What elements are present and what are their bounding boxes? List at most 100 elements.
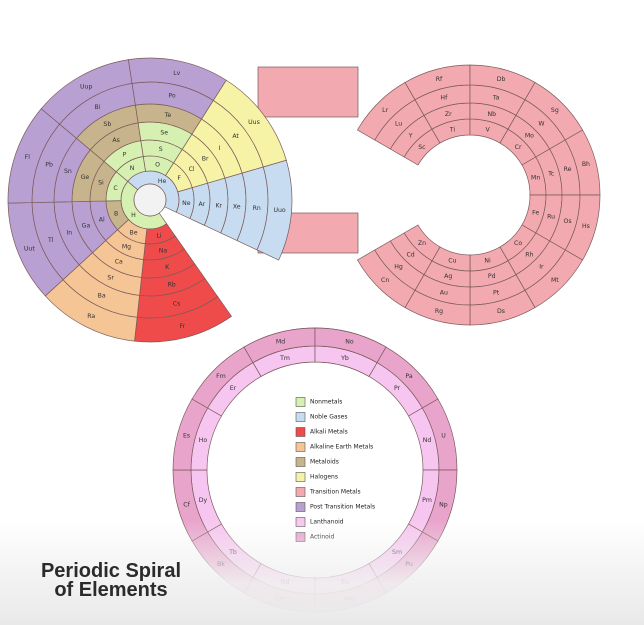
legend-item: Alkaline Earth Metals — [295, 442, 373, 452]
spiral-cell-ar-symbol: Ar — [198, 201, 205, 208]
spiral-cell-uup-symbol: Uup — [80, 84, 92, 91]
actinoid-cell-md-symbol: Md — [276, 339, 285, 346]
transition-cell-mo-symbol: Mo — [525, 133, 534, 140]
lanthanoid-cell-tm-symbol: Tm — [279, 355, 290, 362]
spiral-cell-li-symbol: Li — [156, 232, 161, 239]
legend-swatch — [295, 457, 306, 467]
transition-cell-rf-symbol: Rf — [436, 76, 443, 83]
actinoid-cell-no: No — [314, 327, 387, 364]
transition-cell-w-symbol: W — [538, 121, 544, 128]
legend-item: Alkali Metals — [295, 427, 348, 437]
actinoid-cell-pa-symbol: Pa — [405, 373, 412, 380]
spiral-cell-pb-symbol: Pb — [45, 162, 53, 169]
spiral-cell-uuo: Uuo — [256, 159, 293, 261]
spiral-cell-bi-symbol: Bi — [95, 104, 101, 111]
transition-cell-ir-symbol: Ir — [539, 263, 544, 270]
bridge-top — [257, 66, 359, 118]
lanthanoid-cell-nd-symbol: Nd — [423, 437, 432, 444]
legend-swatch — [295, 502, 306, 512]
transition-cell-cu-symbol: Cu — [448, 258, 456, 265]
transition-cell-os-symbol: Os — [564, 218, 572, 225]
transition-cell-cn-tile — [356, 249, 416, 309]
transition-cell-nb-symbol: Nb — [487, 111, 496, 118]
actinoid-cell-u-symbol: U — [441, 433, 446, 440]
spiral-cell-p-symbol: P — [123, 152, 127, 159]
legend-label: Halogens — [310, 474, 338, 481]
legend-item: Nonmetals — [295, 397, 342, 407]
spiral-cell-sr-symbol: Sr — [107, 275, 114, 282]
lanthanoid-cell-dy-symbol: Dy — [199, 497, 208, 504]
legend-label: Alkali Metals — [310, 429, 348, 436]
spiral-cell-te-symbol: Te — [164, 112, 172, 119]
legend-label: Transition Metals — [309, 489, 361, 496]
legend-label: Alkaline Earth Metals — [310, 444, 373, 451]
legend-swatch — [295, 412, 306, 422]
transition-cell-hf-symbol: Hf — [440, 94, 448, 101]
spiral-cell-rn-symbol: Rn — [253, 205, 261, 212]
transition-cell-cd-symbol: Cd — [406, 251, 414, 258]
spiral-cell-rb-symbol: Rb — [167, 281, 175, 288]
legend-item: Halogens — [295, 472, 338, 482]
lanthanoid-cell-pm-symbol: Pm — [422, 497, 432, 504]
transition-cell-au-symbol: Au — [440, 290, 448, 297]
transition-cell-ag-symbol: Ag — [444, 273, 452, 280]
spiral-cell-ba-symbol: Ba — [98, 292, 106, 299]
spiral-cell-sn-symbol: Sn — [64, 168, 72, 175]
spiral-cell-si-symbol: Si — [98, 180, 104, 187]
spiral-cell-lv-symbol: Lv — [173, 70, 180, 77]
spiral-cell-as-symbol: As — [112, 137, 119, 144]
spiral-cell-s-symbol: S — [159, 146, 163, 153]
spiral-cell-cl-symbol: Cl — [189, 166, 195, 173]
page-title: Periodic Spiral of Elements — [16, 560, 206, 600]
spiral-cell-ne: Ne — [175, 187, 195, 220]
spiral-cell-po-symbol: Po — [168, 92, 176, 99]
spiral-cell-ra-symbol: Ra — [87, 313, 95, 320]
spiral-cell-uuo-tile — [256, 159, 293, 261]
legend-label: Noble Gases — [310, 414, 348, 421]
spiral-cell-uus-symbol: Uus — [248, 119, 260, 126]
spiral-cell-h-symbol: H — [131, 212, 136, 219]
transition-cell-lu-symbol: Lu — [395, 121, 402, 128]
transition-cell-pd-symbol: Pd — [488, 273, 496, 280]
spiral-cell-fl-symbol: Fl — [25, 154, 31, 161]
spiral-cell-na-symbol: Na — [159, 247, 168, 254]
transition-cell-mn-symbol: Mn — [531, 174, 540, 181]
legend-item: Metaloids — [295, 457, 339, 467]
spiral-cell-ge-symbol: Ge — [81, 174, 90, 181]
spiral-cell-al-symbol: Al — [99, 216, 105, 223]
transition-cell-pt-symbol: Pt — [493, 290, 500, 297]
spiral-hub — [133, 183, 167, 217]
legend-item: Noble Gases — [295, 412, 348, 422]
spiral-cell-at-symbol: At — [232, 133, 239, 140]
transition-cell-cn-symbol: Cn — [381, 277, 389, 284]
spiral-cell-fr-symbol: Fr — [179, 323, 185, 330]
transition-cell-hs-symbol: Hs — [582, 223, 590, 230]
lanthanoid-cell-ho-symbol: Ho — [199, 437, 208, 444]
spiral-cell-be-symbol: Be — [129, 230, 137, 237]
spiral-cell-k-symbol: K — [165, 264, 170, 271]
legend-label: Post Transition Metals — [310, 504, 375, 511]
bottom-fade — [0, 520, 644, 625]
spiral-cell-cs-symbol: Cs — [173, 301, 181, 308]
transition-cell-zn-symbol: Zn — [418, 240, 426, 247]
transition-cell-sc-symbol: Sc — [418, 144, 426, 151]
title-line-1: Periodic Spiral — [40, 560, 182, 582]
spiral-cell-he-symbol: He — [158, 178, 167, 185]
transition-cell-co-symbol: Co — [514, 240, 522, 247]
lanthanoid-cell-er-symbol: Er — [230, 385, 237, 392]
legend-item: Transition Metals — [295, 487, 361, 497]
spiral-cell-o-symbol: O — [155, 161, 160, 168]
main-spiral-layer: HHeLiBeBCNOFNeNaMgAlSiPSClArKCaGaGeAsSeB… — [7, 57, 293, 343]
transition-cell-y-symbol: Y — [408, 133, 413, 140]
transition-cell-mt-symbol: Mt — [551, 277, 559, 284]
actinoid-cell-fm-symbol: Fm — [216, 373, 226, 380]
transition-cell-ta-symbol: Ta — [492, 94, 500, 101]
legend-label: Metaloids — [310, 459, 339, 466]
transition-cell-rg-symbol: Rg — [435, 308, 443, 315]
transition-cell-db-symbol: Db — [497, 76, 506, 83]
transition-cell-cn: Cn — [356, 249, 416, 309]
legend-swatch — [295, 427, 306, 437]
actinoid-cell-no-tile — [314, 327, 387, 364]
transition-cell-cr-symbol: Cr — [515, 144, 522, 151]
transition-cell-bh-symbol: Bh — [582, 161, 590, 168]
